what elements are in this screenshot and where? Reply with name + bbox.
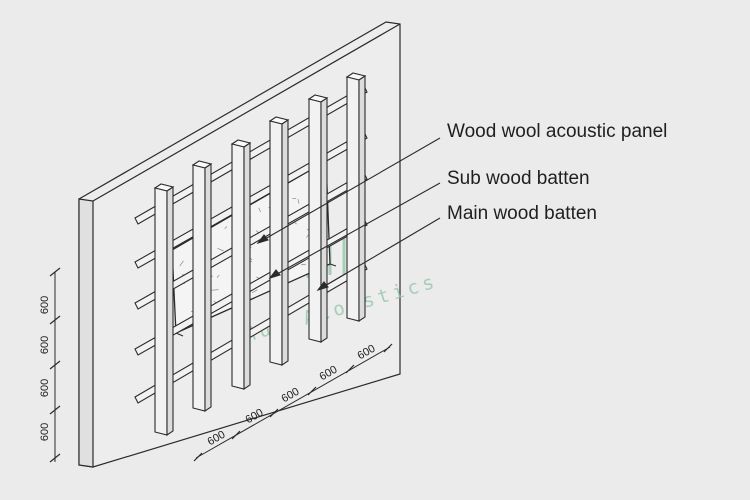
callout-leaders [256,137,441,292]
wall-top-edge [92,23,401,202]
callout-panel-label: Wood wool acoustic panel [447,121,668,142]
wool-fiber [224,226,228,230]
vertical-dim-3: 600 [39,379,51,397]
main-batten-arrowhead [316,281,329,292]
vertical-dim-tick-2 [49,315,61,325]
horizontal-dim-tick-4 [307,386,317,396]
horizontal-dim-tick-2 [231,430,241,440]
wool-fiber [211,289,219,291]
main-batten-front-6 [346,76,360,322]
sub-batten-arrowhead [268,269,281,280]
main-batten-leader [317,217,441,291]
main-batten-side-5 [320,96,328,344]
batten-grid [134,72,368,437]
wool-fiber [297,199,300,204]
wool-fiber [216,274,220,279]
horizontal-dim-tick-3 [269,408,279,418]
main-batten-side-4 [281,118,289,367]
main-batten-front-2 [192,164,206,412]
wool-fiber [301,263,306,266]
vertical-dim-tick-5 [49,453,61,463]
horizontal-dim-tick-1 [193,452,203,462]
horizontal-dimension: 600 600 600 600 600 [193,343,393,462]
wall-edge-face [78,198,94,468]
callout-main-batten-label: Main wood batten [447,203,597,224]
panel-arrowhead [256,234,269,245]
vertical-dimension: 600 600 600 600 [39,267,61,463]
wool-fiber [217,247,224,252]
main-batten-side-1 [166,185,174,437]
main-batten-front-1 [154,187,168,436]
main-batten-front-4 [269,120,283,366]
panel-leader [257,137,441,244]
wool-fiber [179,260,184,267]
wool-fiber [258,207,262,213]
vertical-dim-tick-4 [49,405,61,415]
vertical-dim-4: 600 [39,423,51,441]
main-batten-side-2 [204,162,212,413]
main-batten-front-3 [231,143,245,390]
main-batten-side-3 [243,141,251,391]
main-batten-side-6 [358,74,366,323]
wool-fiber [251,289,258,294]
vertical-dim-tick-1 [49,267,61,277]
vertical-dim-1: 600 [39,296,51,314]
horizontal-dim-tick-5 [345,364,355,374]
sub-batten-leader [269,182,441,279]
vertical-dim-tick-3 [49,360,61,370]
vertical-dim-2: 600 [39,336,51,354]
horizontal-dim-tick-6 [383,343,393,353]
main-batten-front-5 [308,98,322,343]
callout-sub-batten-label: Sub wood batten [447,168,590,189]
